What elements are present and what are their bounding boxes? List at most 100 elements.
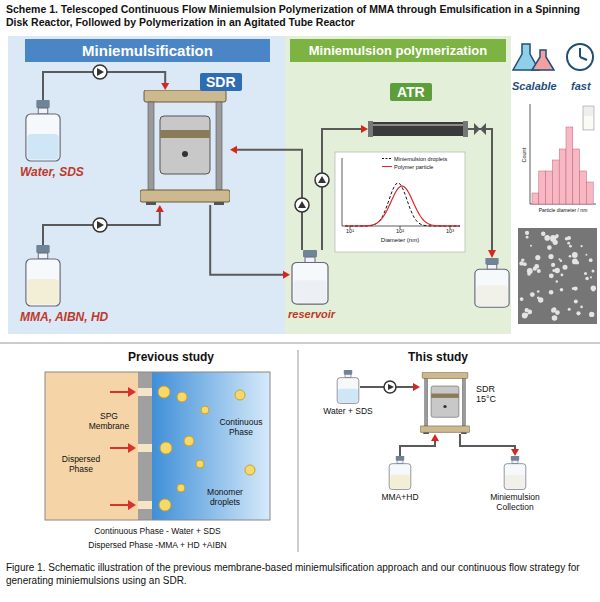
sem-particle bbox=[567, 242, 570, 245]
histogram-bar bbox=[573, 149, 580, 204]
atr-outlet bbox=[468, 123, 509, 307]
annotation-label: 10¹ bbox=[340, 228, 360, 234]
sem-particle bbox=[538, 297, 543, 302]
sem-particle bbox=[589, 258, 593, 262]
reactor-tag: ATR bbox=[390, 83, 432, 101]
bottle-label: reservoir bbox=[288, 308, 335, 321]
spinning-disk-reactor-part bbox=[420, 426, 470, 432]
sem-particle bbox=[590, 276, 592, 278]
membrane-illustration-part bbox=[128, 443, 136, 453]
atr-outlet-part bbox=[474, 123, 486, 135]
arrowhead bbox=[511, 449, 519, 456]
bottle-shape-part bbox=[292, 262, 328, 304]
sem-particle bbox=[535, 255, 540, 260]
sem-particle bbox=[519, 261, 523, 265]
bottle-shape-part bbox=[511, 456, 519, 460]
sem-particle bbox=[572, 287, 575, 290]
feed-bottle: MMA, AIBN, HD bbox=[24, 245, 62, 307]
flow-line bbox=[237, 150, 302, 250]
sem-particle bbox=[589, 312, 594, 317]
sem-particle bbox=[549, 273, 554, 278]
bottle-label: MMA, AIBN, HD bbox=[20, 311, 108, 325]
sem-particle bbox=[548, 254, 553, 259]
spinning-disk-reactor-part bbox=[160, 116, 210, 174]
membrane-illustration-part bbox=[159, 499, 171, 511]
sem-particle bbox=[556, 280, 558, 282]
reactor-tag: SDR bbox=[200, 73, 242, 91]
histogram-bar bbox=[552, 160, 559, 204]
spinning-disk-reactor-part bbox=[422, 372, 468, 378]
figure-caption: Figure 1. Schematic illustration of the … bbox=[6, 562, 594, 587]
histogram-bar bbox=[532, 193, 539, 204]
membrane-illustration-part bbox=[158, 386, 170, 398]
sem-particle bbox=[552, 269, 555, 272]
fast-icon-part bbox=[580, 57, 587, 60]
legend-text: Polymer particle bbox=[394, 164, 433, 170]
sem-particle bbox=[580, 306, 583, 309]
reservoir-bottle: reservoir bbox=[290, 250, 330, 305]
spinning-disk-reactor-part bbox=[424, 378, 427, 425]
droplet-curve bbox=[345, 183, 460, 226]
annotation-label: Dispersed Phase -MMA + HD +AIBN bbox=[45, 541, 270, 551]
bottle-shape-part bbox=[26, 259, 60, 306]
bottle-shape-part bbox=[512, 460, 518, 463]
bottle-shape-part bbox=[27, 279, 58, 305]
atr-outlet-part-part bbox=[476, 285, 507, 306]
figure-title: Scheme 1. Telescoped Continuous Flow Min… bbox=[6, 3, 594, 28]
sem-particle bbox=[525, 313, 528, 316]
sem-particle bbox=[569, 245, 572, 248]
sem-particle bbox=[574, 299, 578, 303]
histogram-part bbox=[517, 100, 598, 220]
sem-particle bbox=[544, 235, 550, 241]
spinning-disk-reactor-part bbox=[461, 432, 467, 434]
bottle-shape bbox=[24, 100, 62, 162]
atr-outlet-part bbox=[475, 258, 509, 307]
sem-image-part bbox=[518, 228, 597, 324]
collection-bottle: Miniemulsion Collection bbox=[503, 456, 527, 490]
pumps bbox=[93, 65, 396, 393]
arrowhead bbox=[431, 434, 439, 441]
membrane-illustration-part bbox=[177, 484, 185, 492]
flow-connector bbox=[400, 434, 439, 456]
bottle-shape bbox=[503, 456, 527, 490]
feed-bottle: MMA+HD bbox=[388, 456, 412, 490]
spinning-disk-reactor-part bbox=[146, 202, 156, 205]
membrane-illustration-part bbox=[245, 465, 255, 475]
sem-particle bbox=[526, 236, 529, 239]
pumps-part bbox=[384, 381, 396, 393]
bottle-label: Water + SDS bbox=[323, 407, 373, 417]
membrane-illustration-part bbox=[138, 444, 152, 452]
sem-particle bbox=[592, 289, 595, 292]
histogram bbox=[517, 100, 598, 220]
bottle-shape-part bbox=[337, 378, 359, 404]
sem-particle bbox=[530, 245, 532, 247]
membrane-illustration-part bbox=[45, 372, 140, 520]
legend-item: Miniemulsion droplets bbox=[382, 156, 447, 163]
flow-line bbox=[210, 205, 283, 275]
bottle-shape-part bbox=[505, 475, 525, 489]
histogram-bar bbox=[546, 171, 553, 204]
sem-particle bbox=[549, 290, 554, 295]
sem-particle bbox=[547, 245, 552, 250]
bottle-label: Miniemulsion Collection bbox=[479, 493, 551, 513]
sem-particle bbox=[585, 277, 589, 281]
sem-particle bbox=[591, 286, 596, 291]
size-distribution-plot-part bbox=[342, 158, 343, 226]
bottle-shape-part bbox=[396, 456, 404, 460]
sem-particle bbox=[565, 237, 569, 241]
membrane-illustration-part bbox=[184, 436, 194, 446]
sem-particle bbox=[551, 308, 556, 313]
pump-marks-part bbox=[388, 384, 394, 390]
membrane-illustration-part bbox=[196, 460, 204, 468]
agitated-tube-part bbox=[372, 124, 464, 126]
annotation-label: Continuous Phase bbox=[215, 418, 267, 438]
histogram-bars bbox=[532, 127, 593, 204]
bottle-label: Water, SDS bbox=[20, 166, 84, 180]
fast-icon-part bbox=[567, 44, 593, 70]
bottle-shape-part bbox=[344, 370, 352, 374]
sem-particle bbox=[560, 288, 564, 292]
sem-particle bbox=[581, 245, 583, 247]
spinning-disk-reactor-part bbox=[216, 102, 222, 190]
histogram-part bbox=[530, 104, 531, 204]
membrane-illustration-part bbox=[128, 500, 136, 510]
